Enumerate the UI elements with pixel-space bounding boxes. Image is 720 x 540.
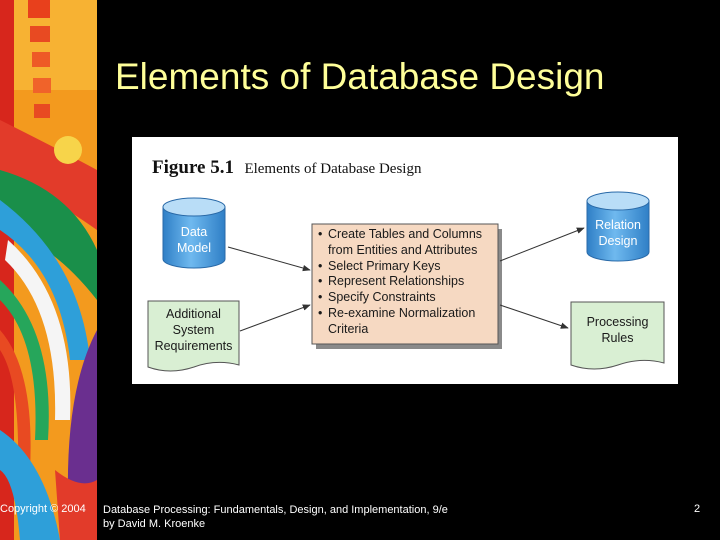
design-task-item: Select Primary Keys <box>314 259 500 275</box>
footer-copyright: Copyright © 2004 <box>0 503 86 515</box>
data-model-cylinder <box>162 197 226 269</box>
footer-book-title: Database Processing: Fundamentals, Desig… <box>103 504 448 516</box>
footer-book-info: Database Processing: Fundamentals, Desig… <box>103 503 523 531</box>
design-tasks-list: Create Tables and Columns from Entities … <box>314 227 500 338</box>
additional-requirements-document <box>147 300 240 372</box>
relation-design-cylinder <box>586 191 650 262</box>
figure-number: Figure 5.1 <box>152 157 234 178</box>
processing-rules-line2: Rules <box>601 331 634 345</box>
data-model-label-line1: Data <box>180 225 208 239</box>
arrow-requirements-to-tasks <box>239 304 311 332</box>
design-task-item: Specify Constraints <box>314 290 500 306</box>
arrow-tasks-to-relation-design <box>499 227 585 262</box>
footer-book-author: by David M. Kroenke <box>103 518 206 530</box>
slide-title: Elements of Database Design <box>115 56 605 97</box>
additional-requirements-line3: Requirements <box>154 339 233 353</box>
relation-design-label: Relation Design <box>587 217 649 249</box>
decorative-sidebar-art <box>0 0 97 540</box>
processing-rules-label: Processing Rules <box>571 314 664 346</box>
design-task-item: Create Tables and Columns from Entities … <box>314 227 500 259</box>
figure-caption: Figure 5.1 Elements of Database Design <box>152 157 421 179</box>
design-task-item: Re-examine Normalization Criteria <box>314 306 500 338</box>
figure-caption-text: Elements of Database Design <box>244 161 422 177</box>
arrow-data-model-to-tasks <box>227 246 311 272</box>
additional-requirements-label: Additional System Requirements <box>148 306 239 354</box>
figure-panel: Figure 5.1 Elements of Database Design <box>132 137 678 384</box>
processing-rules-line1: Processing <box>586 315 649 329</box>
relation-design-label-line1: Relation <box>595 218 641 232</box>
arrow-tasks-to-processing-rules <box>499 304 569 329</box>
processing-rules-document <box>570 301 665 370</box>
relation-design-label-line2: Design <box>598 234 638 248</box>
data-model-label: Data Model <box>163 224 225 256</box>
additional-requirements-line2: System <box>172 323 215 337</box>
additional-requirements-line1: Additional <box>166 307 221 321</box>
design-task-item: Represent Relationships <box>314 274 500 290</box>
data-model-label-line2: Model <box>176 241 212 255</box>
page-number: 2 <box>694 503 701 515</box>
